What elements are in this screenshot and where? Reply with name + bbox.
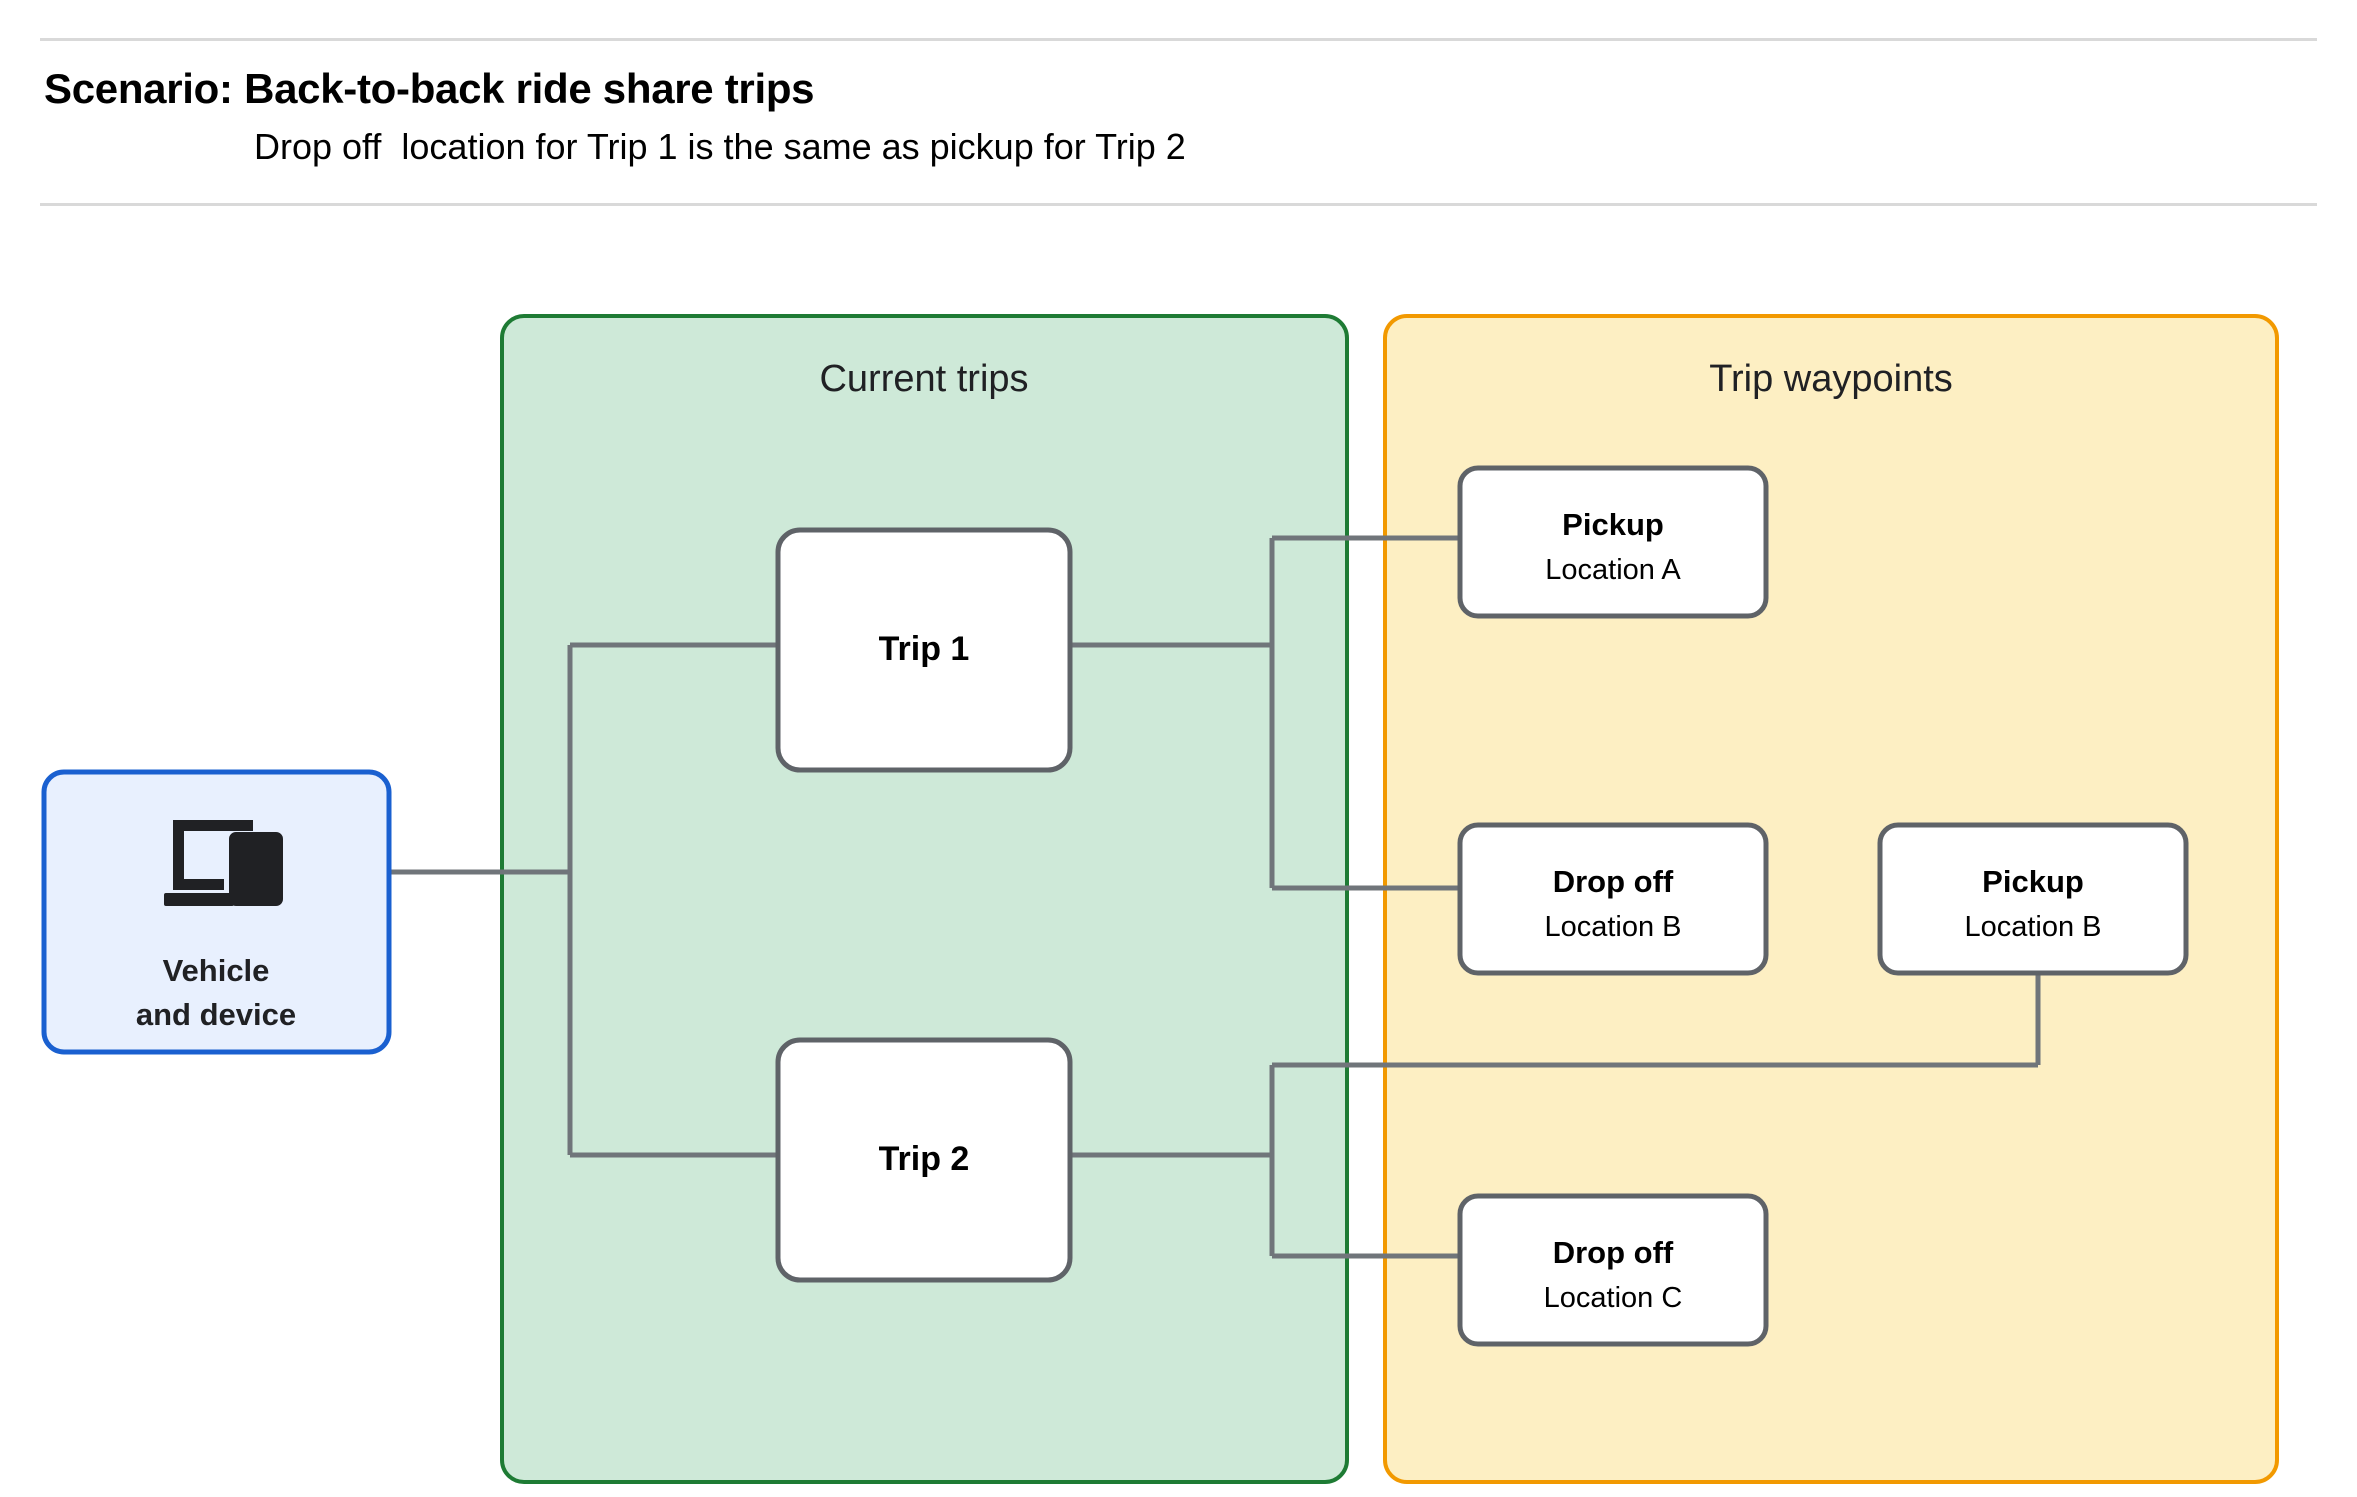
group-current-trips: Current trips [500,314,1349,1484]
header-divider-bottom [40,203,2317,206]
node-dropoff-c[interactable]: Drop off Location C [1457,1193,1769,1347]
header-band: Scenario: Back-to-back ride share trips … [0,0,2357,206]
pickup-a-subtitle: Location A [1545,554,1681,586]
pickup-a-title: Pickup [1562,507,1664,542]
dropoff-b-title: Drop off [1553,864,1674,899]
dropoff-c-title: Drop off [1553,1235,1674,1270]
node-pickup-b[interactable]: Pickup Location B [1877,822,2189,976]
trip-waypoints-title: Trip waypoints [1709,358,1953,400]
pickup-b-title: Pickup [1982,864,2084,899]
vehicle-card[interactable] [41,769,392,1055]
current-trips-title: Current trips [819,358,1028,400]
page-title: Scenario: Back-to-back ride share trips [44,65,815,112]
current-trips-panel [500,314,1349,1484]
node-trip-2[interactable]: Trip 2 [775,1037,1073,1283]
vehicle-label-line2: and device [136,997,296,1032]
trip-1-label: Trip 1 [879,630,970,668]
pickup-b-card[interactable] [1877,822,2189,976]
node-trip-1[interactable]: Trip 1 [775,527,1073,773]
page-subtitle: Drop off location for Trip 1 is the same… [254,126,1186,167]
dropoff-b-subtitle: Location B [1544,911,1681,943]
vehicle-label-line1: Vehicle [163,953,270,988]
devices-icon [164,820,283,906]
node-pickup-a[interactable]: Pickup Location A [1457,465,1769,619]
trip-2-card[interactable] [775,1037,1073,1283]
pickup-b-subtitle: Location B [1964,911,2101,943]
trip-1-card[interactable] [775,527,1073,773]
dropoff-c-card[interactable] [1457,1193,1769,1347]
dropoff-b-card[interactable] [1457,822,1769,976]
node-dropoff-b[interactable]: Drop off Location B [1457,822,1769,976]
dropoff-c-subtitle: Location C [1544,1282,1683,1314]
pickup-a-card[interactable] [1457,465,1769,619]
header-divider-top [40,38,2317,41]
trip-2-label: Trip 2 [879,1140,970,1178]
node-vehicle-and-device[interactable]: Vehicle and device [41,769,392,1055]
